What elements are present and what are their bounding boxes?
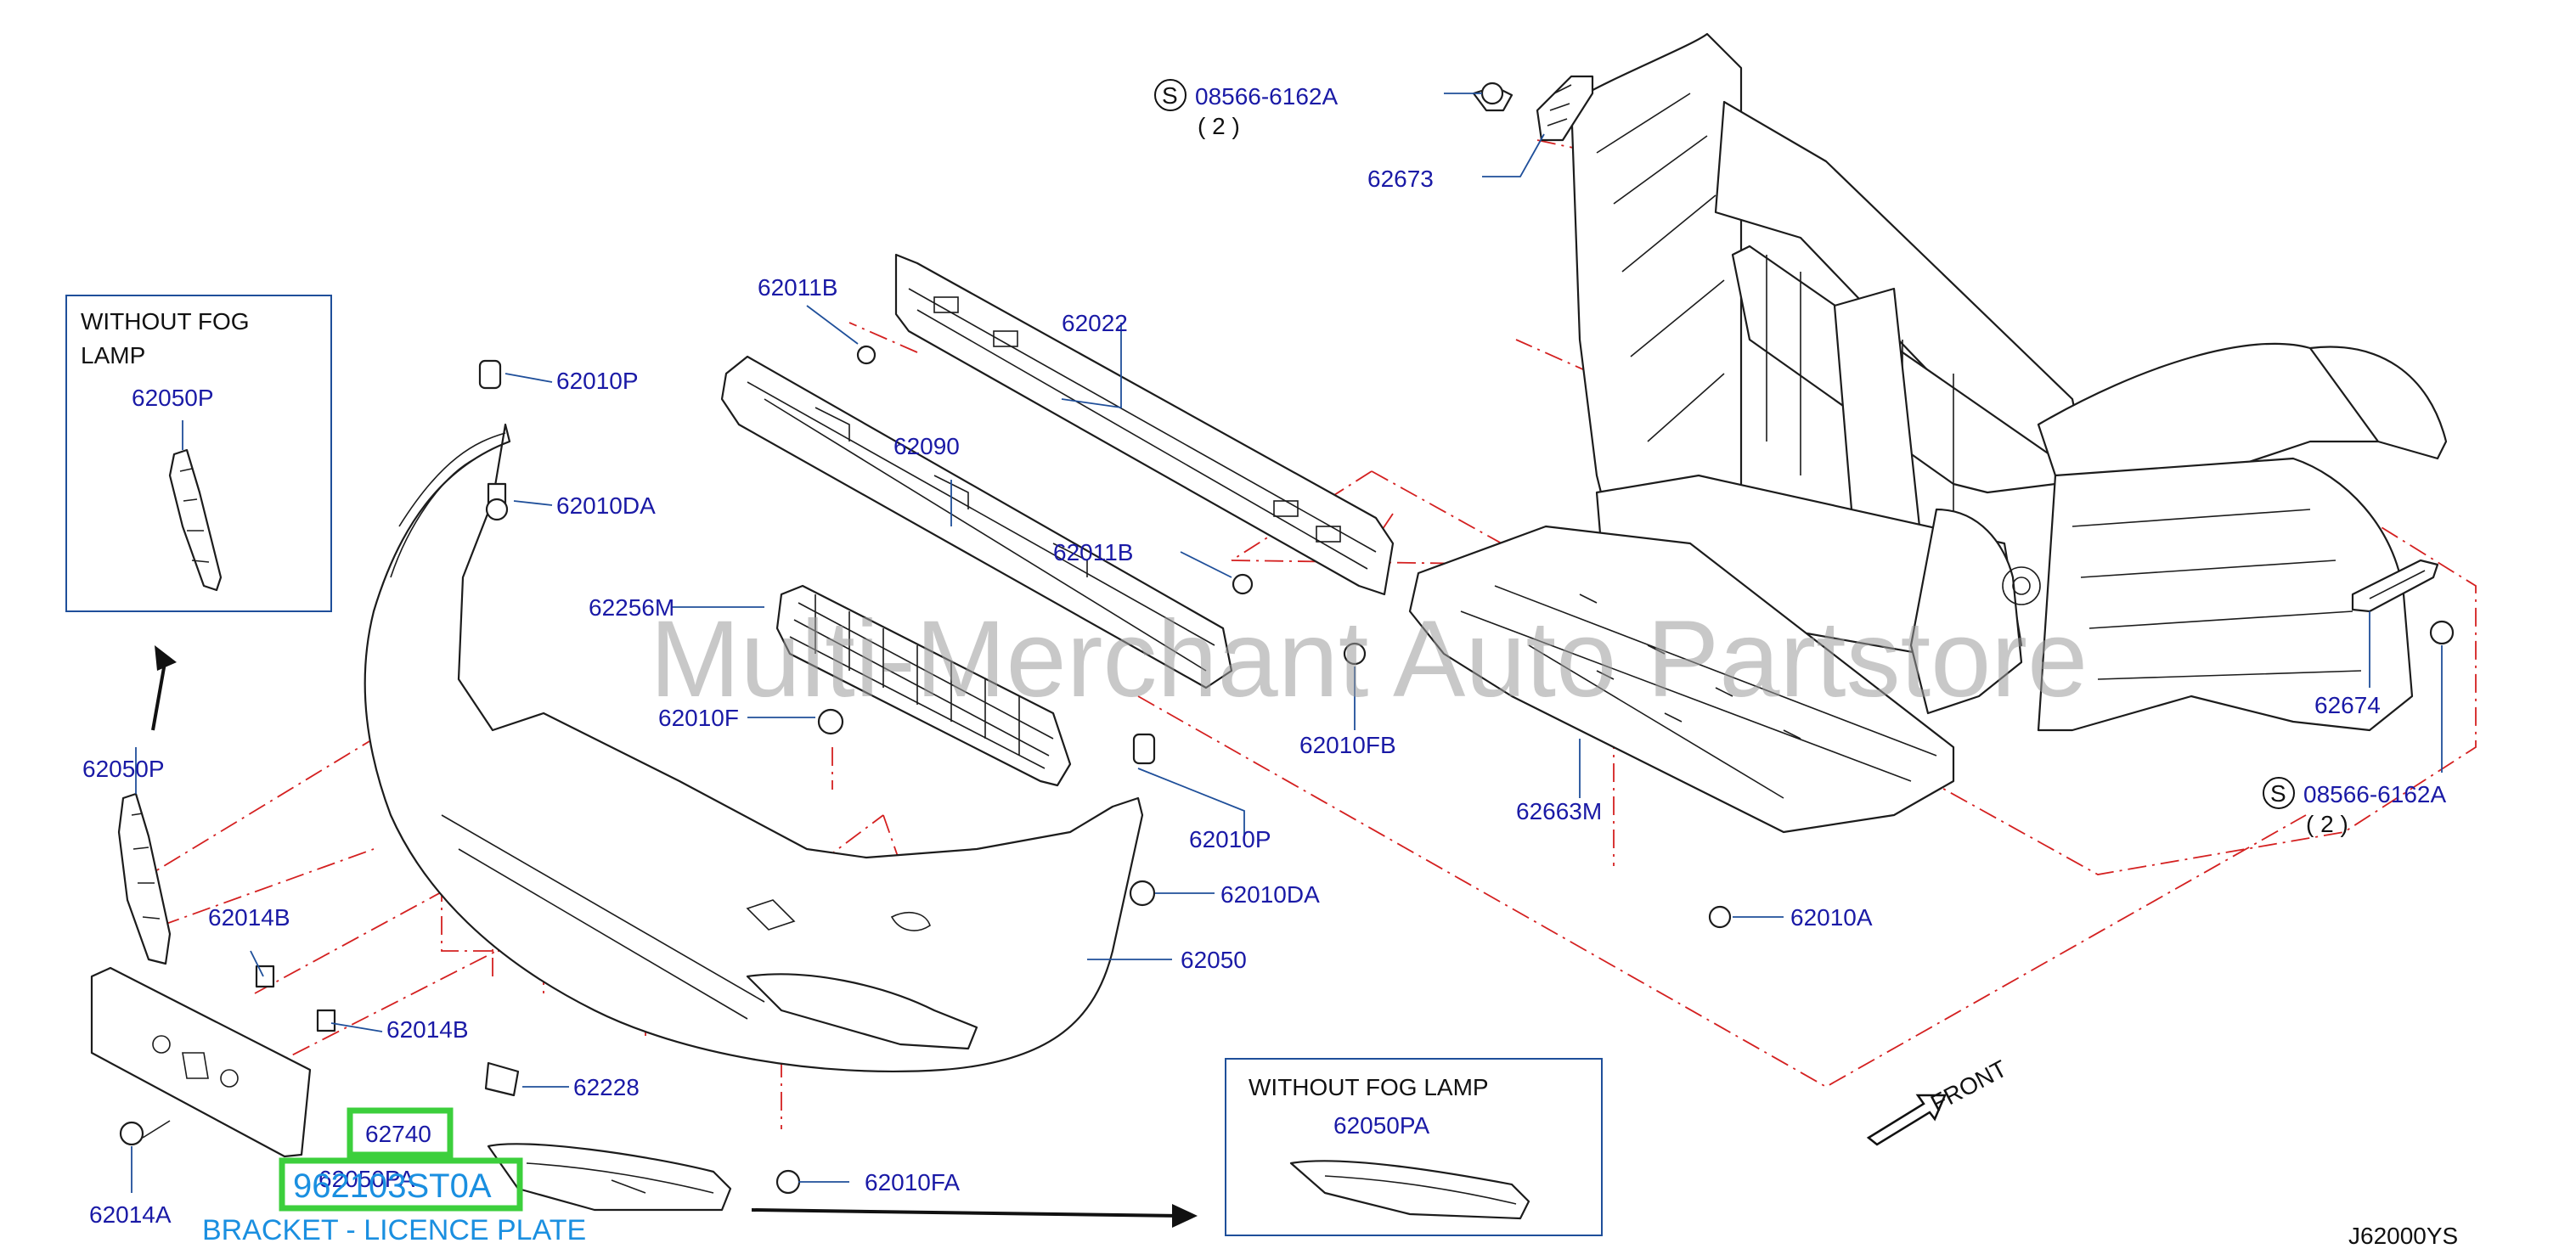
arrows — [151, 645, 1947, 1228]
inset-left-text: WITHOUT FOG LAMP 62050P — [81, 308, 250, 411]
part-62256M-grille — [775, 584, 1072, 787]
label-62010F: 62010F — [658, 705, 739, 731]
bolt-spec-top-qty: ( 2 ) — [1198, 113, 1240, 139]
part-62090-energy-absorber — [720, 355, 1233, 689]
part-62050P-inset-bracket — [168, 448, 223, 592]
front-label: FRONT — [1926, 1055, 2011, 1117]
part-62050-bumper-fascia — [364, 423, 1144, 1072]
label-62014B-lower: 62014B — [386, 1016, 469, 1043]
front-arrow-icon — [1866, 1094, 1947, 1146]
part-62050P-bracket — [117, 792, 172, 965]
label-62090: 62090 — [893, 433, 960, 459]
label-62010P-top: 62010P — [556, 368, 639, 394]
highlight-description: BRACKET - LICENCE PLATE — [202, 1214, 586, 1246]
inset-right-line1: WITHOUT FOG LAMP — [1249, 1074, 1489, 1100]
inset-right-part: 62050PA — [1333, 1112, 1429, 1139]
inset-left-line1: WITHOUT FOG — [81, 308, 250, 335]
label-62010FB: 62010FB — [1299, 732, 1396, 758]
bolt-spec-right: S 08566-6162A ( 2 ) — [2263, 777, 2446, 837]
bolt-spec-top-symbol: S — [1162, 82, 1178, 109]
arrow-up-left — [151, 657, 167, 731]
inset-right-text: WITHOUT FOG LAMP 62050PA — [1249, 1074, 1489, 1139]
label-62011B-mid: 62011B — [1053, 539, 1133, 565]
bolt-spec-right-qty: ( 2 ) — [2306, 811, 2348, 837]
label-62010DA-mid: 62010DA — [1220, 881, 1320, 908]
bolt-spec-right-number: 08566-6162A — [2303, 781, 2446, 807]
part-62740-licence-plate-bracket — [90, 966, 312, 1158]
label-62022: 62022 — [1062, 310, 1128, 336]
vehicle-front-structure — [1570, 32, 2448, 732]
inset-left-line2: LAMP — [81, 342, 145, 368]
bolt-spec-right-symbol: S — [2270, 780, 2286, 807]
inset-left-part: 62050P — [132, 385, 214, 411]
label-62050P: 62050P — [82, 756, 165, 782]
watermark: Multi-Merchant Auto Partstore — [650, 599, 2088, 720]
inset-without-fog-lamp-left — [65, 295, 332, 612]
highlight-box-part — [347, 1107, 454, 1158]
label-62014B-upper: 62014B — [208, 904, 290, 931]
part-62050PA-inset — [1289, 1160, 1530, 1220]
highlight-box-sku — [279, 1157, 523, 1212]
bolt-spec-top: S 08566-6162A ( 2 ) — [1154, 79, 1338, 139]
s-symbol-icon — [1154, 79, 1187, 111]
highlight-part-number: 62740 — [365, 1121, 431, 1147]
label-62228: 62228 — [573, 1074, 640, 1100]
label-62663M: 62663M — [1516, 798, 1602, 824]
s-symbol-icon — [2263, 777, 2295, 809]
bolt-spec-top-number: 08566-6162A — [1195, 83, 1338, 110]
label-62050PA-low: 62050PA — [318, 1166, 414, 1192]
fasteners — [119, 82, 2455, 1195]
label-62010P-mid: 62010P — [1189, 826, 1271, 852]
leader-lines — [131, 93, 2443, 1193]
label-62256M: 62256M — [589, 594, 674, 621]
label-62010FA: 62010FA — [865, 1169, 960, 1195]
diagram-code: J62000YS — [2348, 1223, 2458, 1249]
inset-without-fog-lamp-right — [1225, 1058, 1603, 1236]
part-62022-bumper-beam — [894, 253, 1395, 596]
arrow-right — [751, 1208, 1181, 1218]
label-62673: 62673 — [1367, 166, 1434, 192]
highlight-sku: 962103ST0A — [293, 1167, 492, 1205]
arrow-up-left-head — [155, 645, 177, 671]
part-62674-bracket — [2351, 559, 2439, 613]
label-62010A: 62010A — [1790, 904, 1873, 931]
label-62011B-top: 62011B — [758, 274, 837, 301]
label-62014A: 62014A — [89, 1201, 172, 1228]
label-62050: 62050 — [1181, 947, 1247, 973]
part-62050PA-fog-cover — [487, 1143, 732, 1212]
label-62010DA-top: 62010DA — [556, 492, 656, 519]
arrow-right-head — [1172, 1204, 1198, 1228]
label-62674: 62674 — [2314, 692, 2381, 718]
part-62663M-under-cover — [1408, 525, 1955, 834]
part-labels: 62673 62011B 62022 62010P 62010DA 62090 … — [82, 166, 2381, 1228]
